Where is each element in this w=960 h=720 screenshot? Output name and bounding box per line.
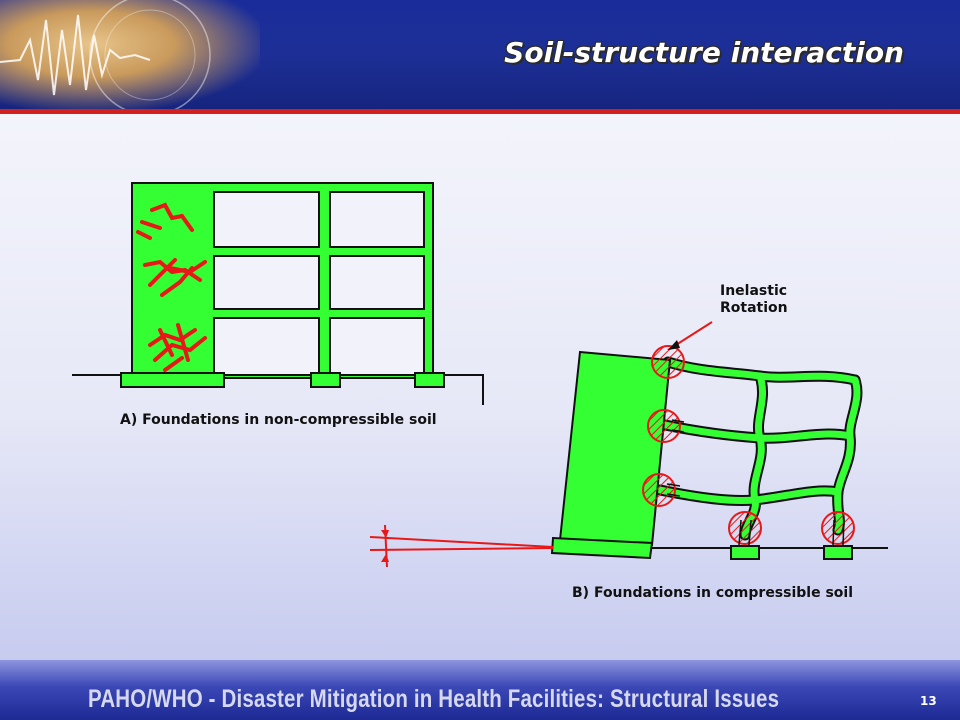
header-banner: Soil-structure interaction bbox=[0, 0, 960, 110]
seismograph-wave-icon bbox=[0, 0, 211, 110]
tilted-shear-wall-b bbox=[550, 350, 672, 560]
plastic-hinge-circles bbox=[642, 345, 855, 545]
footing-b-2 bbox=[823, 545, 853, 560]
rotation-angle-indicator bbox=[369, 524, 554, 568]
shear-wall-cracks bbox=[136, 202, 207, 372]
footer-banner bbox=[0, 660, 960, 720]
frame-drawings bbox=[72, 182, 888, 568]
label-a-non-compressible: A) Foundations in non-compressible soil bbox=[120, 412, 437, 428]
hinge-circle bbox=[821, 511, 855, 545]
footer-text: PAHO/WHO - Disaster Mitigation in Health… bbox=[88, 685, 780, 713]
deformed-frame-b bbox=[654, 356, 863, 541]
annotation-rotation: Rotation bbox=[720, 300, 788, 316]
hinge-circle bbox=[647, 409, 681, 443]
hinge-circle bbox=[651, 345, 685, 379]
hinge-detail-lines bbox=[666, 419, 845, 546]
annotation-inelastic: Inelastic bbox=[720, 283, 787, 299]
footing-b-1 bbox=[730, 545, 760, 560]
hinge-circle bbox=[728, 511, 762, 545]
slide-title: Soil-structure interaction bbox=[504, 36, 904, 69]
page-number: 13 bbox=[920, 694, 937, 708]
annotation-arrowhead bbox=[668, 340, 680, 350]
label-b-compressible: B) Foundations in compressible soil bbox=[572, 585, 853, 601]
hinge-circle bbox=[642, 473, 676, 507]
header-divider bbox=[0, 109, 960, 114]
